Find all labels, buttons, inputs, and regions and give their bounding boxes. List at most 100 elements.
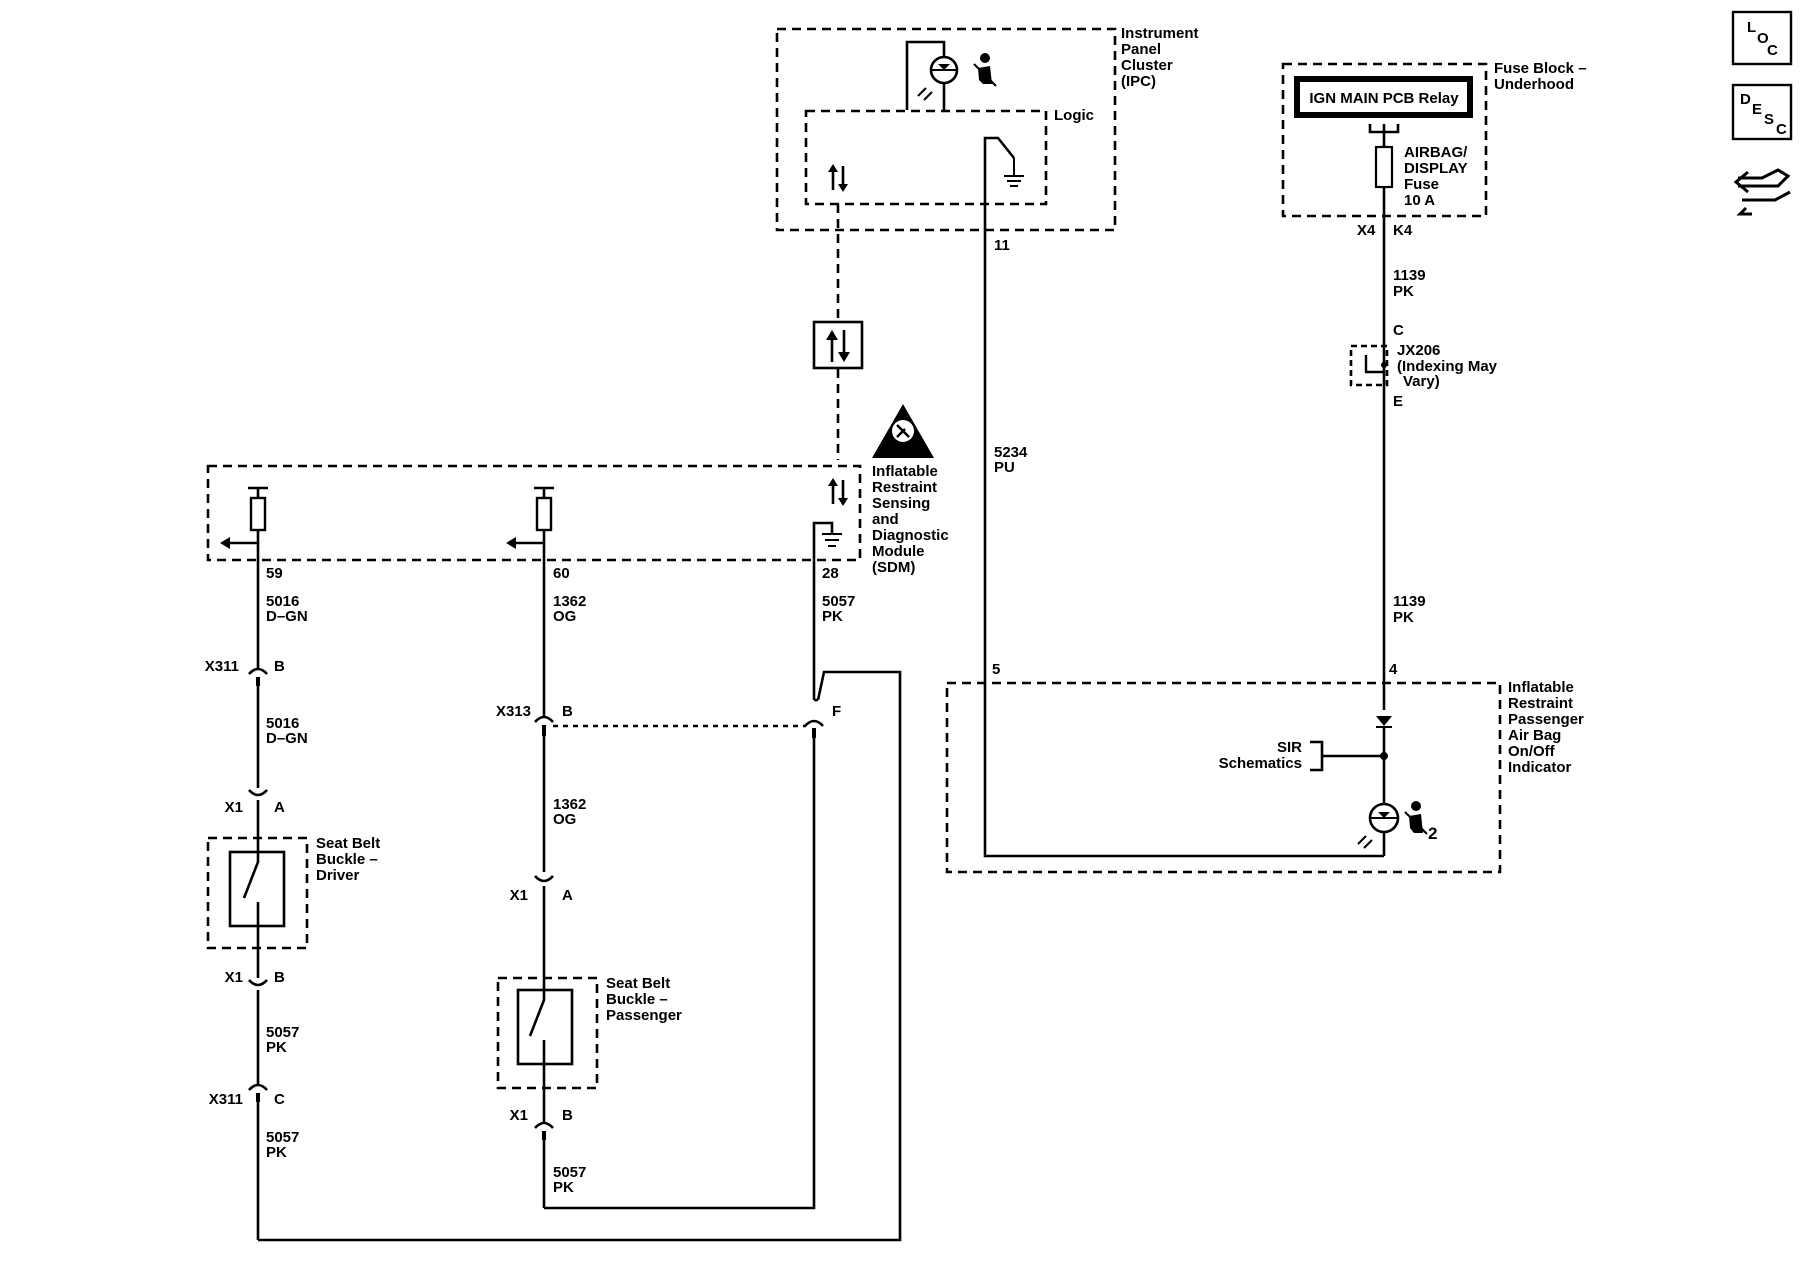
svg-text:Panel: Panel — [1121, 41, 1161, 58]
pullup-resistor-icon — [220, 486, 268, 560]
svg-text:Cluster: Cluster — [1121, 57, 1173, 74]
svg-text:28: 28 — [822, 565, 839, 582]
svg-text:59: 59 — [266, 565, 283, 582]
svg-text:D–GN: D–GN — [266, 730, 308, 747]
passenger-airbag-indicator: Inflatable Restraint Passenger Air Bag O… — [945, 661, 1584, 874]
svg-text:C: C — [1776, 121, 1787, 138]
svg-text:Air Bag: Air Bag — [1508, 727, 1561, 744]
svg-text:Module: Module — [872, 543, 925, 560]
svg-text:JX206: JX206 — [1397, 342, 1440, 359]
svg-text:PK: PK — [553, 1179, 574, 1196]
svg-text:Indicator: Indicator — [1508, 759, 1572, 776]
svg-text:1139: 1139 — [1393, 267, 1426, 284]
svg-text:PU: PU — [994, 459, 1015, 476]
svg-text:F: F — [832, 703, 841, 720]
svg-text:C: C — [1393, 322, 1404, 339]
svg-text:D: D — [1740, 91, 1751, 108]
svg-text:B: B — [562, 703, 573, 720]
svg-text:D–GN: D–GN — [266, 608, 308, 625]
svg-text:Buckle –: Buckle – — [316, 851, 378, 868]
passenger-buckle-circuit: 1362 OG X313 B 1362 OG X1 A Seat Belt Bu… — [496, 560, 816, 1210]
svg-text:AIRBAG/: AIRBAG/ — [1404, 144, 1468, 161]
svg-text:B: B — [274, 969, 285, 986]
svg-text:PK: PK — [1393, 283, 1414, 300]
loc-icon[interactable]: L O C — [1731, 10, 1793, 66]
svg-text:5057: 5057 — [266, 1129, 299, 1146]
svg-text:OG: OG — [553, 608, 576, 625]
svg-text:Passenger: Passenger — [1508, 711, 1584, 728]
svg-text:1362: 1362 — [553, 796, 586, 813]
svg-text:5016: 5016 — [266, 715, 299, 732]
svg-text:X1: X1 — [510, 887, 528, 904]
svg-text:X311: X311 — [209, 1091, 243, 1108]
svg-text:IGN MAIN PCB Relay: IGN MAIN PCB Relay — [1309, 90, 1459, 107]
svg-text:Inflatable: Inflatable — [872, 463, 938, 480]
svg-text:Instrument: Instrument — [1121, 25, 1199, 42]
svg-text:B: B — [562, 1107, 573, 1124]
svg-text:C: C — [274, 1091, 285, 1108]
connector-view-icon[interactable] — [1733, 168, 1791, 216]
svg-text:Inflatable: Inflatable — [1508, 679, 1574, 696]
sdm-module: Inflatable Restraint Sensing and Diagnos… — [206, 404, 949, 582]
svg-text:Diagnostic: Diagnostic — [872, 527, 949, 544]
svg-text:(IPC): (IPC) — [1121, 73, 1156, 90]
svg-text:C: C — [1767, 42, 1778, 59]
svg-text:Underhood: Underhood — [1494, 76, 1574, 93]
svg-text:Driver: Driver — [316, 867, 360, 884]
jx206-splice-connector: C JX206 (Indexing May Vary) E — [1349, 322, 1498, 410]
svg-text:Schematics: Schematics — [1219, 755, 1302, 772]
svg-text:5057: 5057 — [266, 1024, 299, 1041]
svg-text:X4: X4 — [1357, 222, 1376, 239]
svg-text:PK: PK — [266, 1144, 287, 1161]
svg-text:E: E — [1752, 101, 1762, 118]
svg-text:Fuse: Fuse — [1404, 176, 1439, 193]
svg-text:Buckle –: Buckle – — [606, 991, 668, 1008]
ign-main-relay-box: IGN MAIN PCB Relay — [1294, 76, 1473, 118]
svg-text:5016: 5016 — [266, 593, 299, 610]
airbag-off-lamp-icon — [1357, 802, 1400, 856]
svg-text:5057: 5057 — [553, 1164, 586, 1181]
svg-text:Passenger: Passenger — [606, 1007, 682, 1024]
pullup-resistor-icon — [506, 486, 554, 560]
fuse-block-underhood: Fuse Block – Underhood IGN MAIN PCB Rela… — [1281, 60, 1587, 239]
svg-text:X1: X1 — [225, 969, 243, 986]
svg-text:Restraint: Restraint — [1508, 695, 1573, 712]
svg-text:5234: 5234 — [994, 444, 1028, 461]
svg-text:5: 5 — [992, 661, 1000, 678]
svg-text:60: 60 — [553, 565, 570, 582]
ground-symbol-icon — [812, 521, 842, 560]
fuse-icon — [1374, 145, 1394, 189]
svg-text:O: O — [1757, 30, 1769, 47]
esd-warning-icon — [872, 404, 934, 458]
ipc-module: Instrument Panel Cluster (IPC) Logic — [775, 25, 1199, 254]
svg-text:5057: 5057 — [822, 593, 855, 610]
svg-text:X1: X1 — [510, 1107, 528, 1124]
svg-text:Fuse Block –: Fuse Block – — [1494, 60, 1587, 77]
data-comm-arrows-icon — [828, 164, 848, 192]
serial-data-icon — [812, 320, 864, 370]
svg-text:Seat Belt: Seat Belt — [316, 835, 380, 852]
desc-icon[interactable]: D E S C — [1731, 83, 1793, 141]
svg-text:11: 11 — [994, 237, 1010, 254]
svg-text:PK: PK — [1393, 609, 1414, 626]
svg-text:SIR: SIR — [1277, 739, 1302, 756]
svg-text:OG: OG — [553, 811, 576, 828]
svg-text:(SDM): (SDM) — [872, 559, 915, 576]
svg-text:S: S — [1764, 111, 1774, 128]
svg-text:X311: X311 — [205, 658, 239, 675]
seatbelt-occupant-icon — [973, 53, 997, 87]
svg-text:(Indexing May: (Indexing May — [1397, 358, 1498, 375]
svg-text:X313: X313 — [496, 703, 531, 720]
svg-text:Sensing: Sensing — [872, 495, 930, 512]
svg-text:E: E — [1393, 393, 1403, 410]
svg-text:2: 2 — [1428, 824, 1437, 843]
svg-text:L: L — [1747, 19, 1756, 36]
svg-text:Seat Belt: Seat Belt — [606, 975, 670, 992]
svg-text:10 A: 10 A — [1404, 192, 1435, 209]
svg-text:Vary): Vary) — [1403, 373, 1440, 390]
svg-text:Restraint: Restraint — [872, 479, 937, 496]
svg-text:4: 4 — [1389, 661, 1398, 678]
airbag-indicator-lamp-icon — [917, 55, 959, 110]
svg-text:A: A — [274, 799, 285, 816]
